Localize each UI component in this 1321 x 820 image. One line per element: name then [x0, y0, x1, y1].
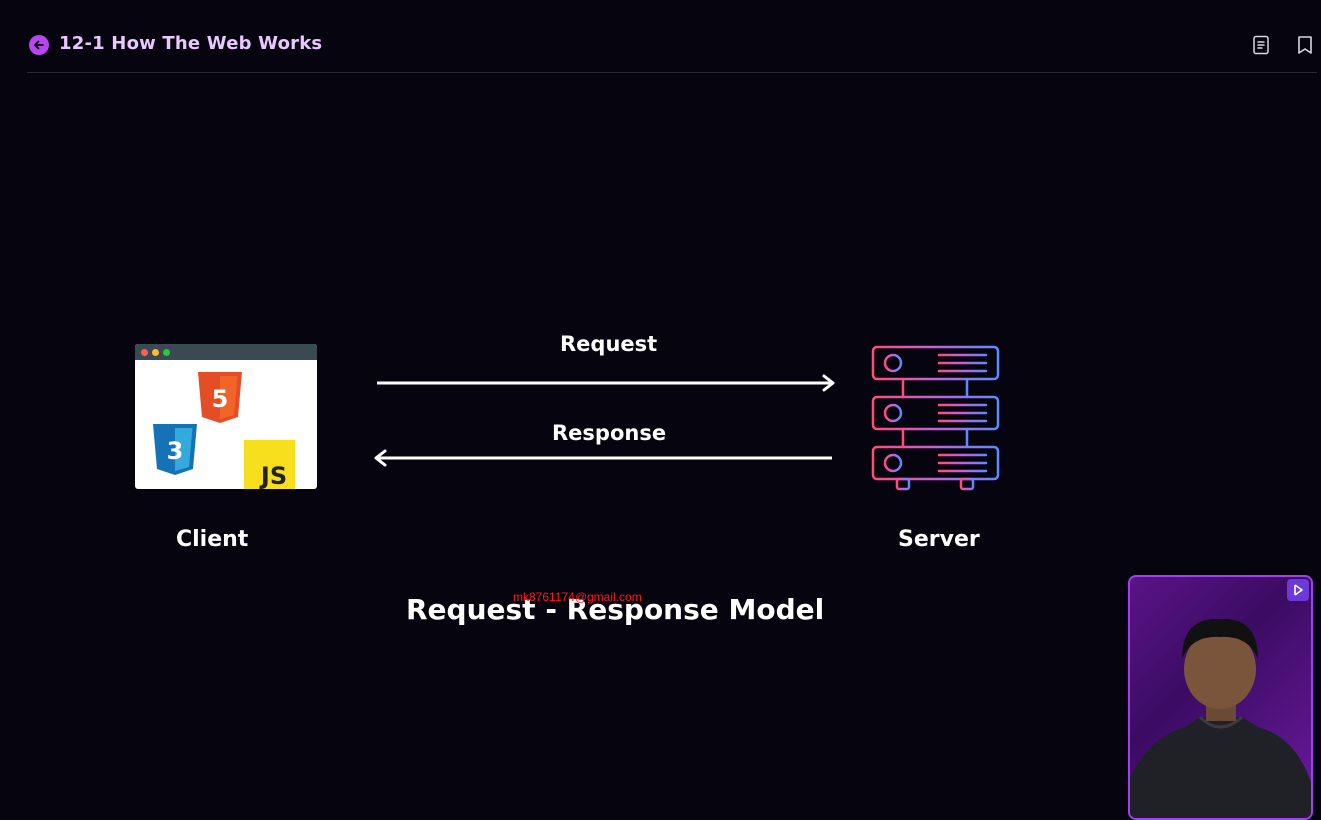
response-label: Response: [552, 421, 667, 445]
top-bar: 12-1 How The Web Works: [27, 0, 1317, 73]
slide-title: Request - Response Model: [406, 593, 825, 626]
notes-icon: [1253, 35, 1269, 55]
arrow-left-icon: [34, 40, 44, 50]
presenter-video-overlay[interactable]: [1128, 575, 1313, 820]
minimize-dot: [152, 348, 159, 356]
watermark-email: mk8761174@gmail.com: [513, 590, 642, 604]
web-tech-logos: 5 3 JS: [153, 372, 295, 489]
close-dot: [141, 348, 148, 356]
response-arrow: [374, 449, 832, 467]
back-button[interactable]: [29, 35, 49, 55]
browser-title-bar: [135, 344, 317, 360]
bookmark-button[interactable]: [1294, 34, 1316, 56]
server-icon: [871, 345, 1000, 491]
server-label: Server: [898, 527, 980, 552]
javascript-icon: JS: [244, 440, 295, 489]
bookmark-icon: [1298, 36, 1312, 54]
expand-icon: [1294, 584, 1303, 596]
html5-icon: 5: [198, 372, 242, 423]
page-title: 12-1 How The Web Works: [59, 33, 323, 54]
expand-video-button[interactable]: [1287, 579, 1309, 601]
notes-button[interactable]: [1250, 34, 1272, 56]
maximize-dot: [163, 348, 170, 356]
html5-badge: 5: [212, 385, 229, 413]
request-arrow: [377, 374, 835, 392]
css3-icon: 3: [153, 424, 197, 475]
client-label: Client: [176, 527, 249, 552]
request-label: Request: [560, 332, 658, 356]
client-browser-illustration: 5 3 JS: [135, 344, 317, 489]
js-badge: JS: [259, 462, 287, 489]
presenter-image: [1130, 618, 1311, 818]
css3-badge: 3: [167, 437, 184, 465]
request-response-arrows: [374, 374, 835, 467]
